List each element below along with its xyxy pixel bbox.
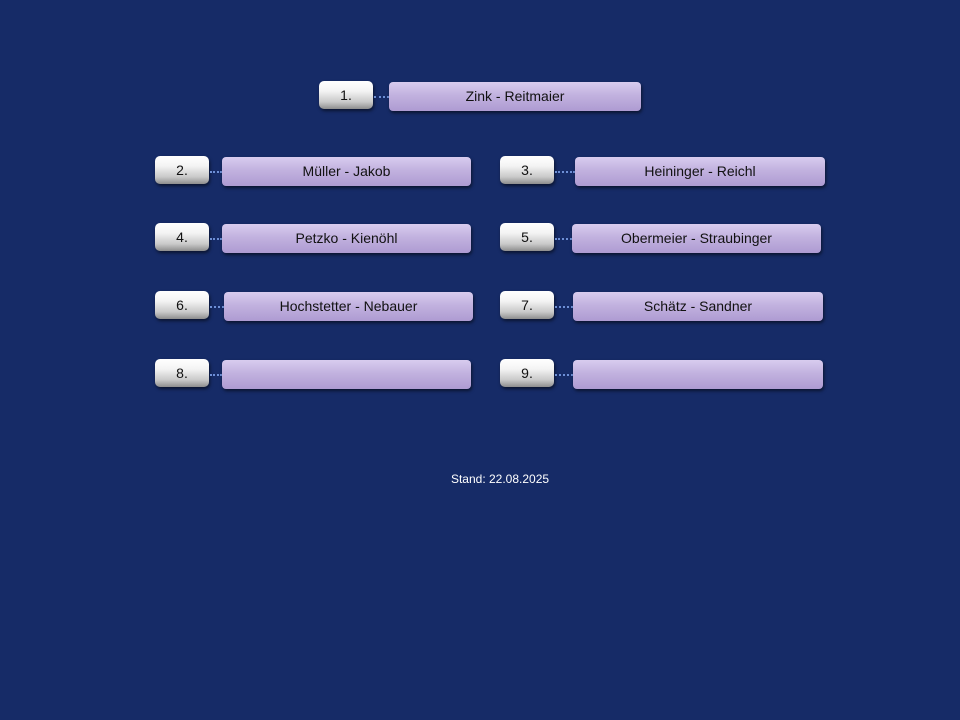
dotted-connector: [555, 171, 575, 173]
stand-date-label: Stand: 22.08.2025: [450, 472, 550, 486]
dotted-connector: [210, 171, 222, 173]
rank-badge: 2.: [155, 156, 209, 184]
dotted-connector: [374, 96, 389, 98]
dotted-connector: [555, 238, 572, 240]
ranking-entry-8: 8.: [155, 359, 471, 391]
rank-badge: 5.: [500, 223, 554, 251]
rank-badge: 9.: [500, 359, 554, 387]
team-name-box: [222, 360, 471, 389]
ranking-entry-2: 2. Müller - Jakob: [155, 156, 471, 188]
dotted-connector: [210, 238, 222, 240]
team-name-box: Obermeier - Straubinger: [572, 224, 821, 253]
ranking-entry-4: 4. Petzko - Kienöhl: [155, 223, 471, 255]
rank-badge: 8.: [155, 359, 209, 387]
rank-badge: 6.: [155, 291, 209, 319]
rank-badge: 4.: [155, 223, 209, 251]
rank-badge: 1.: [319, 81, 373, 109]
team-name-box: Petzko - Kienöhl: [222, 224, 471, 253]
team-name-box: Schätz - Sandner: [573, 292, 823, 321]
ranking-entry-1: 1. Zink - Reitmaier: [319, 81, 641, 113]
ranking-entry-7: 7. Schätz - Sandner: [500, 291, 823, 323]
ranking-entry-3: 3. Heininger - Reichl: [500, 156, 825, 188]
team-name-box: Zink - Reitmaier: [389, 82, 641, 111]
team-name-box: Hochstetter - Nebauer: [224, 292, 473, 321]
team-name-box: [573, 360, 823, 389]
rank-badge: 3.: [500, 156, 554, 184]
dotted-connector: [210, 374, 222, 376]
dotted-connector: [210, 306, 224, 308]
ranking-entry-6: 6. Hochstetter - Nebauer: [155, 291, 473, 323]
ranking-entry-5: 5. Obermeier - Straubinger: [500, 223, 821, 255]
rank-badge: 7.: [500, 291, 554, 319]
dotted-connector: [555, 374, 573, 376]
dotted-connector: [555, 306, 573, 308]
ranking-entry-9: 9.: [500, 359, 823, 391]
team-name-box: Heininger - Reichl: [575, 157, 825, 186]
team-name-box: Müller - Jakob: [222, 157, 471, 186]
